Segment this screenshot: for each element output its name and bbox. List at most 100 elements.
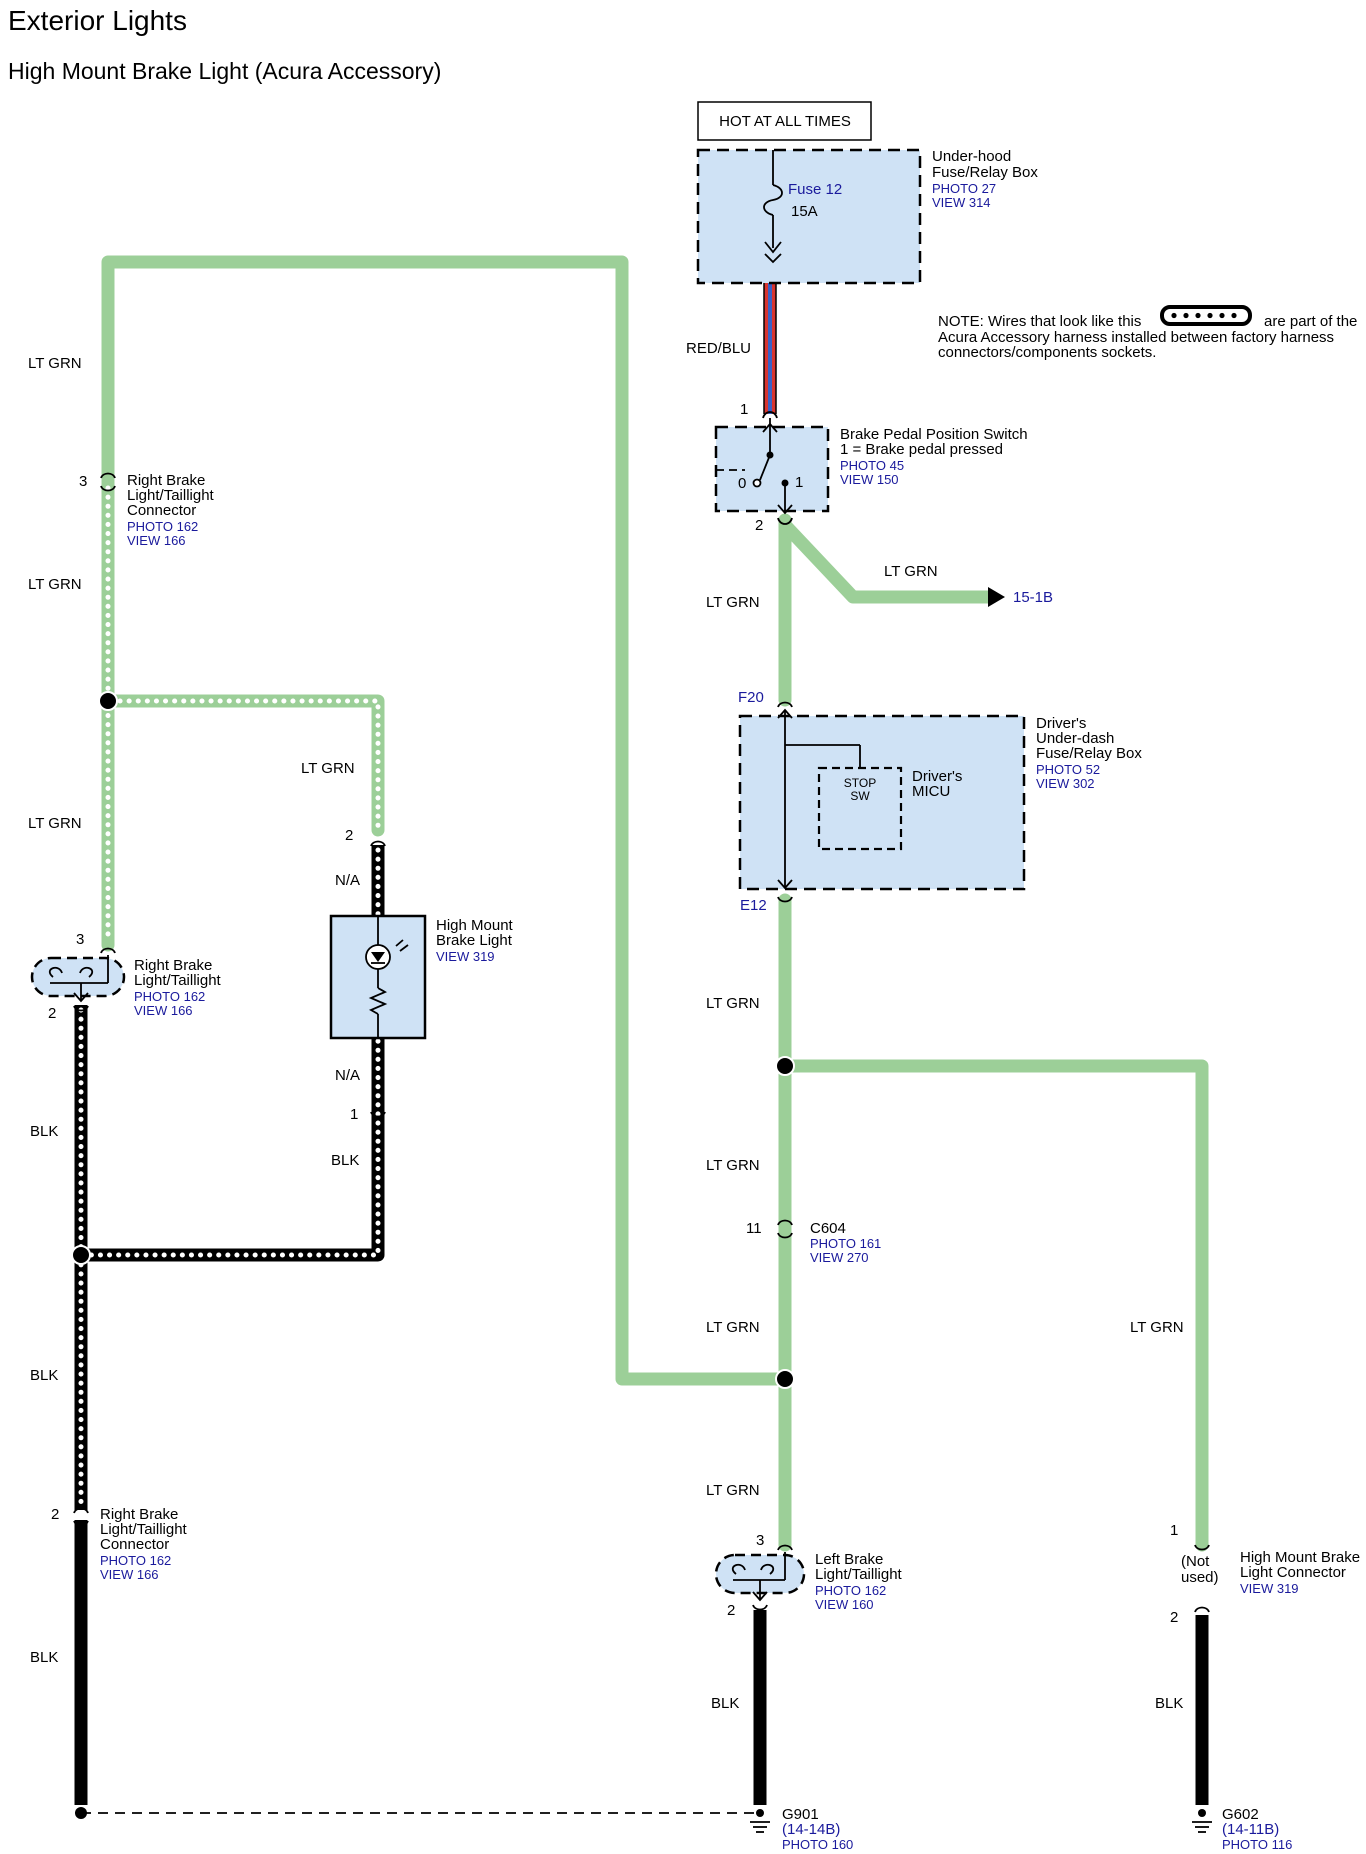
left-brake-light: 3 2 Left Brake Light/Taillight PHOTO 162… — [714, 1532, 903, 1619]
rbc-top-photo: PHOTO 162 — [127, 519, 198, 534]
c604-pin: 11 — [746, 1220, 762, 1237]
fusebox-photo: PHOTO 27 — [932, 181, 996, 196]
fuse-label: Fuse 12 — [788, 181, 842, 198]
hmbl-pin-bot: 1 — [350, 1106, 358, 1123]
hmbl-name2: Brake Light — [436, 932, 513, 949]
hmbc-nu2: used) — [1181, 1569, 1219, 1586]
udbox-name1: Driver's — [1036, 715, 1086, 732]
lbl-pin-bot: 2 — [727, 1602, 735, 1619]
arrow-15-1b — [988, 587, 1005, 607]
under-dash-fuse-box: F20 STOP SW Driver's MICU E12 Driver's U… — [738, 689, 1142, 914]
label-red-blu: RED/BLU — [686, 340, 751, 357]
rbl-name2: Light/Taillight — [134, 972, 222, 989]
g901-ref: (14-14B) — [782, 1821, 840, 1838]
micu-sw1: STOP — [844, 776, 876, 790]
label-blk-left-top: BLK — [30, 1123, 58, 1140]
wire-lt-grn-hmbc — [778, 1059, 1209, 1552]
connector-c604: 11 C604 PHOTO 161 VIEW 270 — [746, 1219, 881, 1265]
hmbc-pin-top: 1 — [1170, 1522, 1178, 1539]
right-brake-connector-bottom: 2 Right Brake Light/Taillight Connector … — [51, 1506, 188, 1582]
hot-at-all-times-label: HOT AT ALL TIMES — [719, 113, 851, 130]
rbl-view: VIEW 166 — [134, 1003, 193, 1018]
hmbc-nu1: (Not — [1181, 1553, 1210, 1570]
ground-link-start — [75, 1807, 87, 1819]
g602-ref: (14-11B) — [1222, 1821, 1279, 1838]
label-lt-grn-left-low: LT GRN — [28, 815, 82, 832]
bpp-desc: 1 = Brake pedal pressed — [840, 441, 1003, 458]
lbl-photo: PHOTO 162 — [815, 1583, 886, 1598]
hmbc-view: VIEW 319 — [1240, 1581, 1299, 1596]
label-lt-grn-branch: LT GRN — [884, 563, 938, 580]
wire-lt-grn-loop — [101, 255, 790, 1386]
accessory-note: NOTE: Wires that look like this are part… — [938, 305, 1357, 361]
note-line1b: are part of the — [1264, 313, 1357, 330]
fusebox-name1: Under-hood — [932, 148, 1011, 165]
hmbl-pin-top: 2 — [345, 827, 353, 844]
bpp-pin-out: 2 — [755, 517, 763, 534]
power-source: HOT AT ALL TIMES — [697, 101, 872, 141]
hmbc-pin-bot: 2 — [1170, 1609, 1178, 1626]
splice-hmbc — [775, 1056, 795, 1076]
c604-name: C604 — [810, 1220, 846, 1237]
note-line3: connectors/components sockets. — [938, 344, 1156, 361]
label-lt-grn-lbl: LT GRN — [706, 1482, 760, 1499]
udbox-view: VIEW 302 — [1036, 776, 1095, 791]
branch-ref: 15-1B — [1013, 589, 1053, 606]
label-blk-g602: BLK — [1155, 1695, 1183, 1712]
hmbc-name2: Light Connector — [1240, 1564, 1346, 1581]
rbc-top-view: VIEW 166 — [127, 533, 186, 548]
hmbl-na-bot: N/A — [335, 1067, 360, 1084]
high-mount-brake-connector: 1 (Not used) 2 High Mount Brake Light Co… — [1170, 1522, 1360, 1626]
hmbl-na-top: N/A — [335, 872, 360, 889]
label-blk-left-mid: BLK — [30, 1367, 58, 1384]
rbc-top-name3: Connector — [127, 502, 196, 519]
diagram-subtitle: High Mount Brake Light (Acura Accessory) — [8, 58, 441, 84]
lbl-pin-top: 3 — [756, 1532, 764, 1549]
label-blk-left-bot: BLK — [30, 1649, 58, 1666]
hmbc-name1: High Mount Brake — [1240, 1549, 1360, 1566]
lbl-name2: Light/Taillight — [815, 1566, 903, 1583]
rbc-bot-photo: PHOTO 162 — [100, 1553, 171, 1568]
c604-view: VIEW 270 — [810, 1250, 869, 1265]
lbl-name1: Left Brake — [815, 1551, 883, 1568]
g901-photo: PHOTO 160 — [782, 1837, 853, 1852]
udbox-photo: PHOTO 52 — [1036, 762, 1100, 777]
label-lt-grn-hmbl: LT GRN — [301, 760, 355, 777]
udbox-name3: Fuse/Relay Box — [1036, 745, 1142, 762]
label-lt-grn-switch: LT GRN — [706, 594, 760, 611]
rbc-bot-name3: Connector — [100, 1536, 169, 1553]
rbl-pin-bot: 2 — [48, 1005, 56, 1022]
right-brake-connector-top: 3 Right Brake Light/Taillight Connector … — [79, 472, 215, 548]
diagram-title: Exterior Lights — [8, 5, 187, 36]
rbc-bot-pin: 2 — [51, 1506, 59, 1523]
udbox-name2: Under-dash — [1036, 730, 1114, 747]
ud-pin-bot: E12 — [740, 897, 767, 914]
rbc-bot-view: VIEW 166 — [100, 1567, 159, 1582]
splice-loop — [775, 1369, 795, 1389]
fusebox-view: VIEW 314 — [932, 195, 991, 210]
rbc-top-name1: Right Brake — [127, 472, 205, 489]
lbl-view: VIEW 160 — [815, 1597, 874, 1612]
hmbl-name1: High Mount — [436, 917, 514, 934]
ground-g901: G901 (14-14B) PHOTO 160 — [750, 1806, 853, 1852]
splice-left-green — [98, 691, 118, 711]
g901-name: G901 — [782, 1806, 819, 1823]
brake-pedal-position-switch: 1 0 1 2 Brake Pedal Position Switch 1 = … — [714, 401, 1028, 534]
rbc-bot-name1: Right Brake — [100, 1506, 178, 1523]
label-lt-grn-left-top: LT GRN — [28, 355, 82, 372]
rbc-top-name2: Light/Taillight — [127, 487, 215, 504]
wire-acc-blk-hmbl — [81, 845, 385, 1262]
label-blk-hmbl: BLK — [331, 1152, 359, 1169]
ud-pin-top: F20 — [738, 689, 764, 706]
note-line2: Acura Accessory harness installed betwee… — [938, 329, 1334, 346]
rbc-top-pin: 3 — [79, 473, 87, 490]
high-mount-brake-light: 2 N/A High Mount Brake Light VIEW 319 N/… — [329, 827, 514, 1123]
label-lt-grn-left-mid: LT GRN — [28, 576, 82, 593]
bpp-pos0: 0 — [738, 475, 746, 492]
splice-left-black — [71, 1245, 91, 1265]
c604-photo: PHOTO 161 — [810, 1236, 881, 1251]
bpp-name: Brake Pedal Position Switch — [840, 426, 1028, 443]
micu-name1: Driver's — [912, 768, 962, 785]
wire-lt-grn-15-1b — [778, 518, 997, 604]
label-lt-grn-c604-top: LT GRN — [706, 1157, 760, 1174]
